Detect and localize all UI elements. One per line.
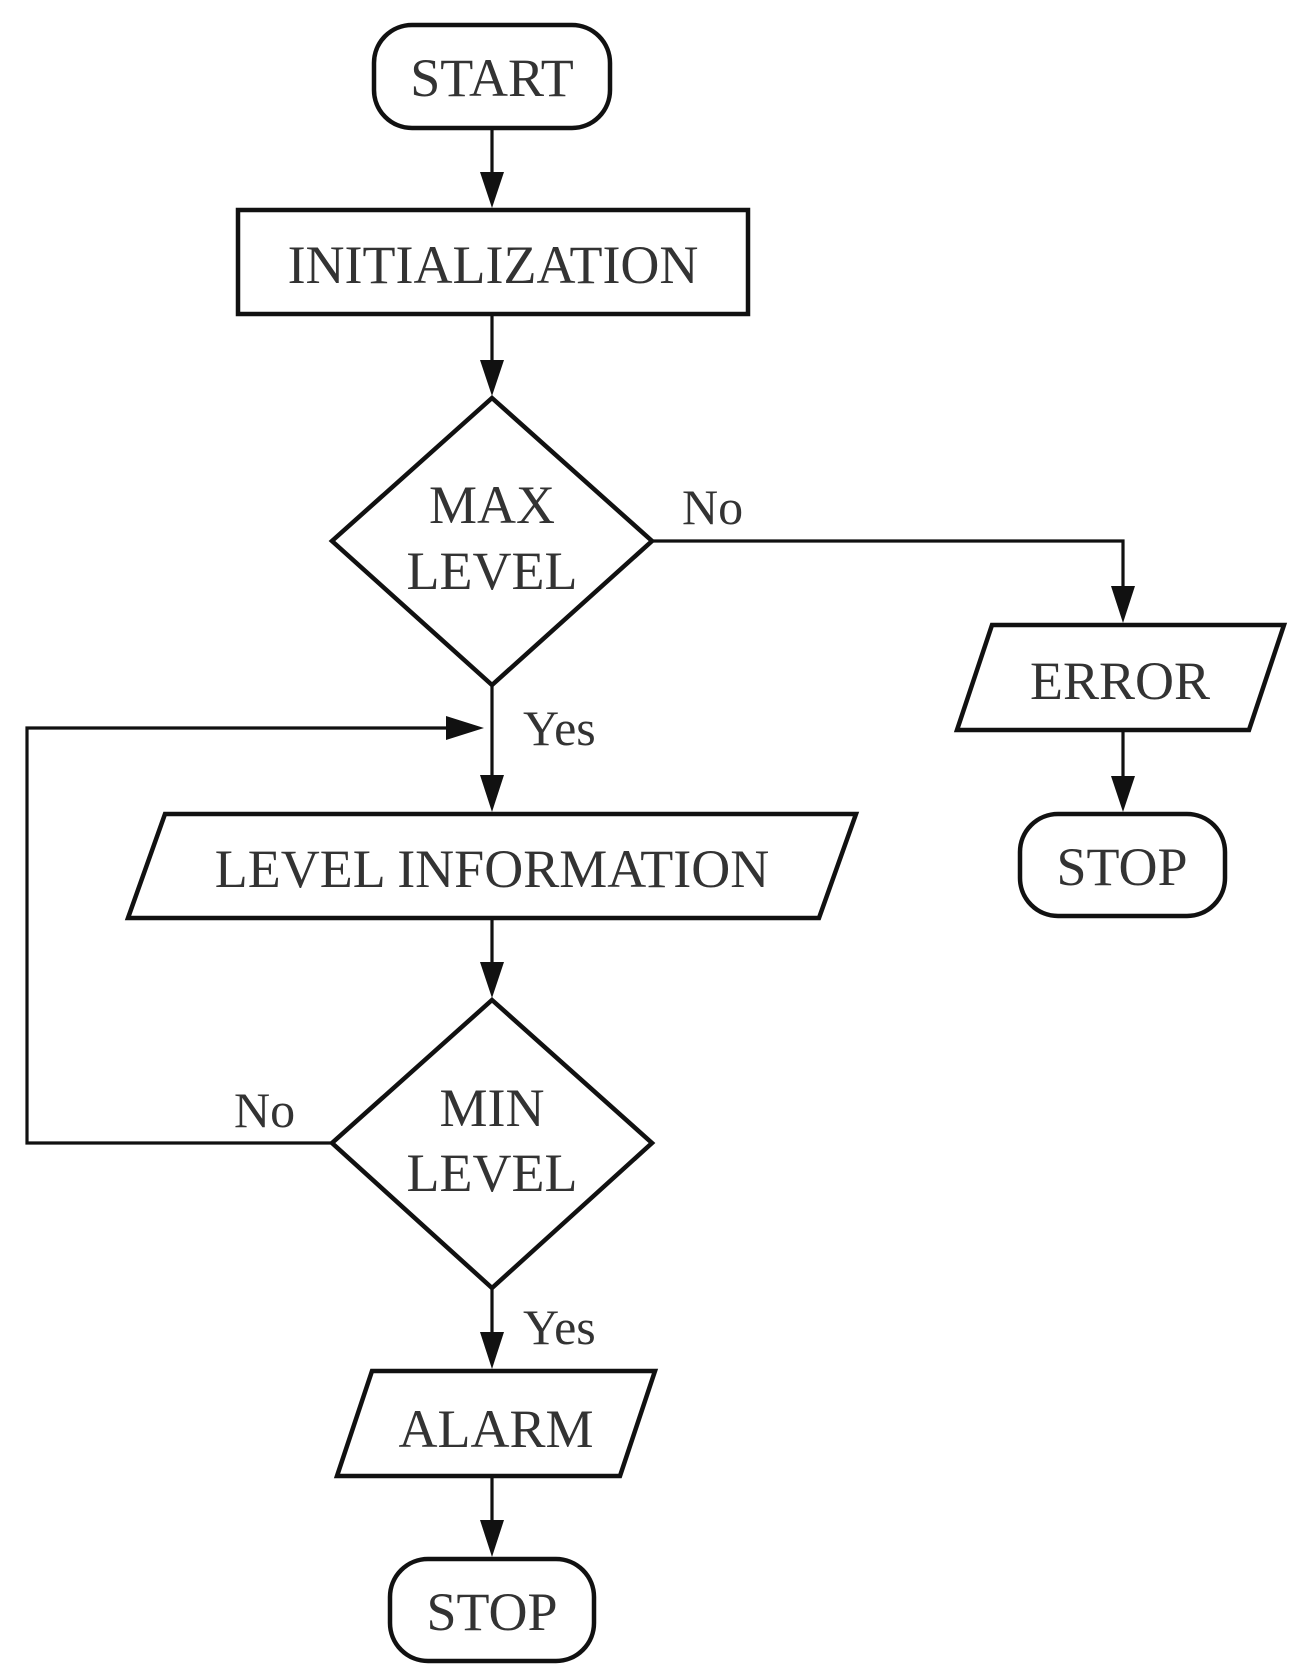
min-no-label: No xyxy=(234,1082,295,1138)
initialization-node: INITIALIZATION xyxy=(235,207,751,317)
arrow-info-min xyxy=(480,962,504,998)
arrow-error-stop xyxy=(1111,776,1135,812)
stop-error-label: STOP xyxy=(1056,837,1187,897)
max-level-line1: MAX xyxy=(429,475,555,535)
arrow-alarm-stop xyxy=(480,1520,504,1557)
arrow-min-no-loop xyxy=(446,716,484,740)
error-node: ERROR xyxy=(953,622,1288,733)
start-node: START xyxy=(371,22,613,131)
stop-alarm-label: STOP xyxy=(426,1582,557,1642)
arrow-start-init xyxy=(480,172,504,208)
arrow-max-yes-info xyxy=(480,775,504,812)
min-level-decision: MIN LEVEL xyxy=(328,996,656,1292)
min-level-line2: LEVEL xyxy=(407,1143,578,1203)
max-level-line2: LEVEL xyxy=(407,541,578,601)
min-level-line1: MIN xyxy=(440,1078,545,1138)
connectors xyxy=(25,128,1135,1557)
alarm-node: ALARM xyxy=(333,1368,659,1479)
arrow-init-max xyxy=(480,360,504,396)
max-no-label: No xyxy=(682,479,743,535)
edge-min-no-loop xyxy=(25,726,446,1145)
start-label: START xyxy=(410,48,573,108)
stop-alarm-node: STOP xyxy=(387,1556,597,1664)
alarm-label: ALARM xyxy=(398,1399,593,1459)
stop-error-node: STOP xyxy=(1017,811,1228,919)
min-yes-label: Yes xyxy=(523,1299,596,1355)
level-information-label: LEVEL INFORMATION xyxy=(215,839,769,899)
initialization-label: INITIALIZATION xyxy=(288,235,699,295)
error-label: ERROR xyxy=(1030,651,1210,711)
level-information-node: LEVEL INFORMATION xyxy=(124,811,860,921)
max-level-decision: MAX LEVEL xyxy=(328,394,656,689)
arrow-max-no-error xyxy=(1111,586,1135,623)
arrow-min-yes-alarm xyxy=(480,1332,504,1369)
max-yes-label: Yes xyxy=(523,700,596,756)
edge-max-no-error xyxy=(652,539,1125,586)
